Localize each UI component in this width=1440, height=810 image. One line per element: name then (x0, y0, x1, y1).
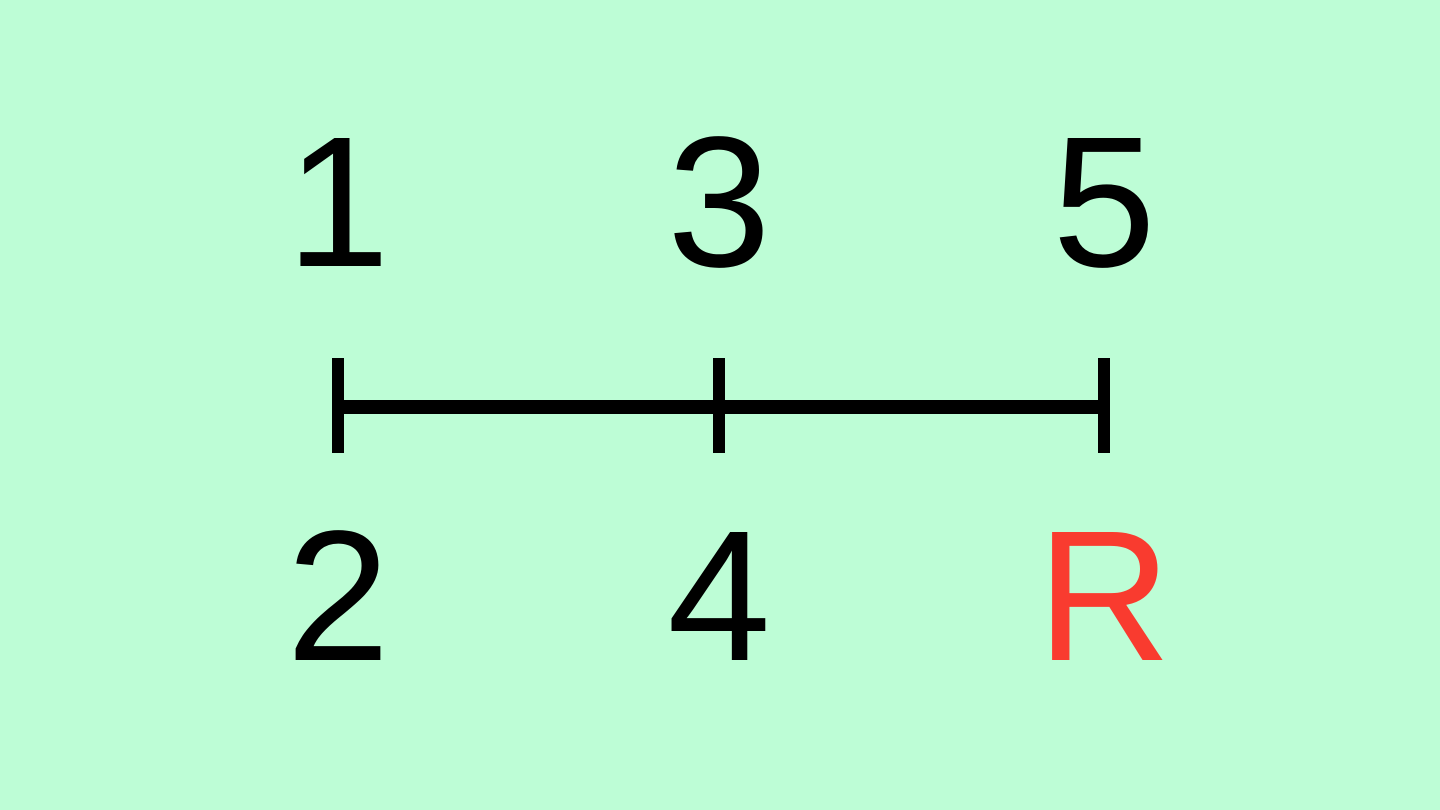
shift-gate-tick-middle (713, 358, 725, 453)
gear-label-4: 4 (667, 493, 771, 700)
gear-label-5: 5 (1052, 99, 1156, 306)
gear-label-2: 2 (286, 493, 390, 700)
gear-label-reverse: R (1036, 493, 1172, 700)
shift-gate-tick-left (332, 358, 344, 453)
gear-label-3: 3 (667, 99, 771, 306)
gear-label-1: 1 (286, 99, 390, 306)
shift-gate-tick-right (1098, 358, 1110, 453)
